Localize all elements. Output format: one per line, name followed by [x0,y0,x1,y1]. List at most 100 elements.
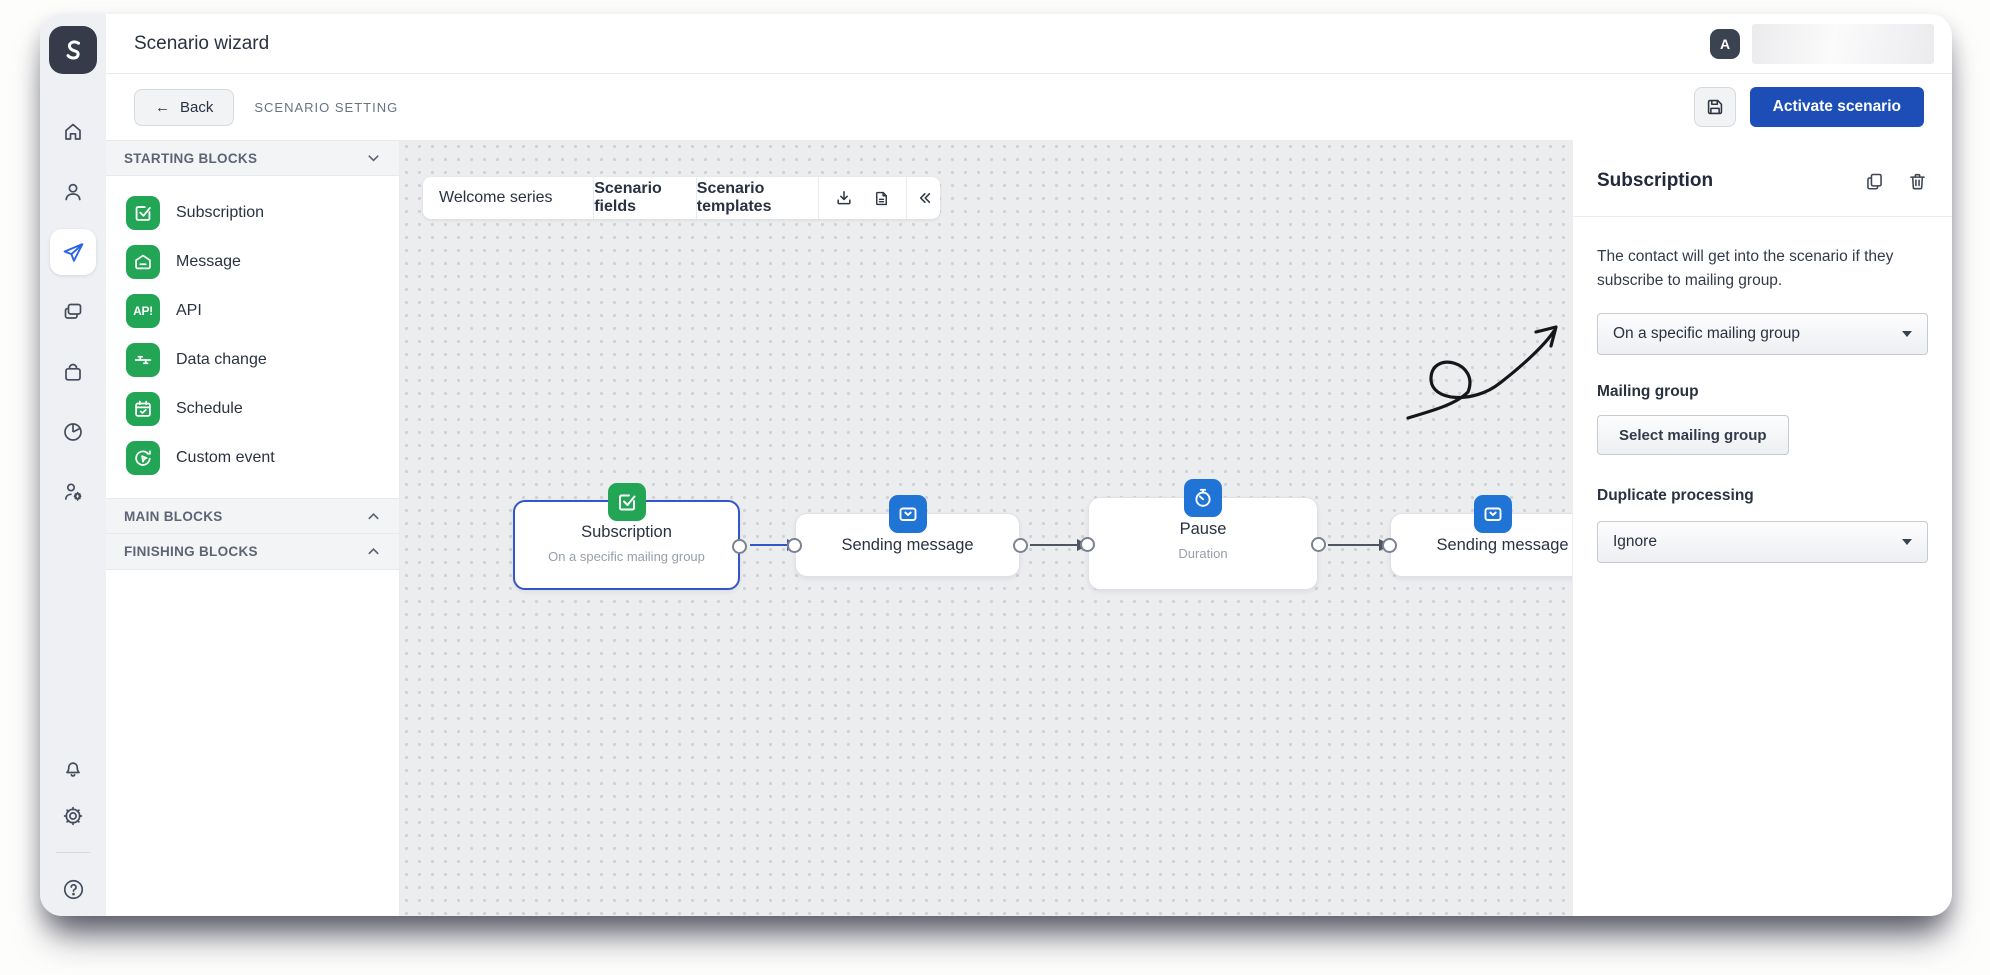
envelope-icon [126,244,160,279]
input-port[interactable] [787,538,802,553]
api-icon: AP! [126,293,160,328]
collapse-panel-icon[interactable] [906,177,940,219]
back-arrow-icon: ← [155,98,170,116]
block-item-message[interactable]: Message [106,237,399,286]
mailing-group-label: Mailing group [1597,383,1699,400]
trigger-type-select[interactable]: On a specific mailing group [1597,313,1928,355]
inspector-title: Subscription [1597,170,1714,191]
output-port[interactable] [1013,538,1028,553]
selzy-logo[interactable] [49,26,97,74]
back-label: Back [180,98,214,116]
divider [1573,216,1952,217]
rail-divider [56,852,90,853]
node-subscription[interactable]: Subscription On a specific mailing group [513,483,747,590]
avatar[interactable]: A [1710,28,1740,59]
templates-icon[interactable] [61,300,85,324]
node-title: Sending message [1436,535,1569,554]
analytics-pie-icon[interactable] [61,420,85,444]
user-name-redacted[interactable] [1752,23,1934,64]
download-icon[interactable] [834,188,854,208]
breadcrumb: SCENARIO SETTING [254,99,399,115]
trigger-type-value: On a specific mailing group [1613,325,1800,342]
block-item-custom-event[interactable]: Custom event [106,433,399,482]
starting-blocks-list: Subscription Message AP! API [106,176,399,498]
help-icon[interactable] [61,877,86,902]
block-label: Schedule [176,399,243,417]
block-description: The contact will get into the scenario i… [1597,248,1894,289]
node-title: Subscription [581,523,672,541]
output-port[interactable] [1311,537,1326,552]
page-title: Scenario wizard [134,32,270,54]
node-title: Sending message [841,535,974,554]
api-badge-text: AP! [133,303,153,318]
duplicate-processing-value: Ignore [1613,533,1657,550]
block-item-subscription[interactable]: Subscription [106,188,399,237]
custom-event-icon [126,440,160,475]
section-main-blocks[interactable]: MAIN BLOCKS [106,498,399,534]
tab-scenario-templates[interactable]: Scenario templates [695,177,818,219]
duplicate-processing-label: Duplicate processing [1597,487,1754,504]
tab-scenario-fields[interactable]: Scenario fields [593,177,696,219]
checkbox-icon [607,483,646,521]
block-item-api[interactable]: AP! API [106,286,399,335]
top-bar: Scenario wizard A [106,14,1952,74]
app-window: Scenario wizard A ← Back SCENARIO SETTIN… [40,14,1952,916]
node-pause[interactable]: Pause Duration [1080,479,1326,590]
chevron-up-icon [368,512,379,519]
account-settings-icon[interactable] [61,480,85,504]
send-icon [63,242,83,262]
save-button[interactable] [1693,87,1736,127]
back-button[interactable]: ← Back [134,88,235,126]
input-port[interactable] [1080,537,1095,552]
chevron-down-icon [368,154,379,162]
message-icon [888,495,927,533]
settings-gear-icon[interactable] [61,804,85,828]
caret-down-icon [1902,331,1912,337]
calendar-icon [126,391,160,426]
output-port[interactable] [732,539,747,554]
scenario-canvas[interactable]: Welcome series Scenario fields Scenario … [400,140,1572,916]
block-label: API [176,301,202,319]
section-label: FINISHING BLOCKS [124,544,258,559]
chevron-up-icon [368,548,379,555]
block-item-schedule[interactable]: Schedule [106,384,399,433]
action-bar: ← Back SCENARIO SETTING Activate scenari… [106,74,1952,140]
block-label: Data change [176,350,267,368]
duplicate-block-icon[interactable] [1864,171,1885,192]
section-starting-blocks[interactable]: STARTING BLOCKS [106,140,399,176]
section-label: STARTING BLOCKS [124,150,258,166]
block-label: Subscription [176,203,265,221]
node-title: Pause [1179,520,1227,538]
home-icon[interactable] [61,120,85,144]
activate-scenario-button[interactable]: Activate scenario [1749,87,1924,127]
section-label: MAIN BLOCKS [124,508,223,524]
node-subtitle: On a specific mailing group [548,549,705,564]
hand-drawn-arrow [1406,325,1558,420]
notifications-bell-icon[interactable] [61,756,85,780]
checkbox-icon [126,195,160,230]
input-port[interactable] [1382,538,1397,553]
node-sending-message-2[interactable]: Sending message [1382,495,1572,577]
document-icon[interactable] [872,189,891,208]
store-icon[interactable] [61,360,85,384]
campaigns-active-item[interactable] [50,229,96,275]
sliders-icon [126,342,160,377]
node-subtitle: Duration [1178,546,1228,561]
block-label: Message [176,252,241,270]
delete-block-icon[interactable] [1907,171,1928,192]
section-finishing-blocks[interactable]: FINISHING BLOCKS [106,534,399,570]
scenario-name[interactable]: Welcome series [439,189,553,206]
block-label: Custom event [176,448,275,466]
block-item-data-change[interactable]: Data change [106,335,399,384]
select-mailing-group-button[interactable]: Select mailing group [1597,415,1789,455]
contacts-icon[interactable] [61,180,85,204]
stopwatch-icon [1184,479,1222,517]
logo-squiggle-icon [66,40,80,60]
duplicate-processing-select[interactable]: Ignore [1597,521,1928,563]
blocks-panel: STARTING BLOCKS Subscription M [106,140,400,916]
caret-down-icon [1902,539,1912,545]
canvas-toolbar: Welcome series Scenario fields Scenario … [423,177,940,219]
inspector-panel: Subscription The contact will get into t… [1572,140,1952,916]
save-floppy-icon [1707,99,1722,115]
node-sending-message[interactable]: Sending message [787,495,1028,577]
